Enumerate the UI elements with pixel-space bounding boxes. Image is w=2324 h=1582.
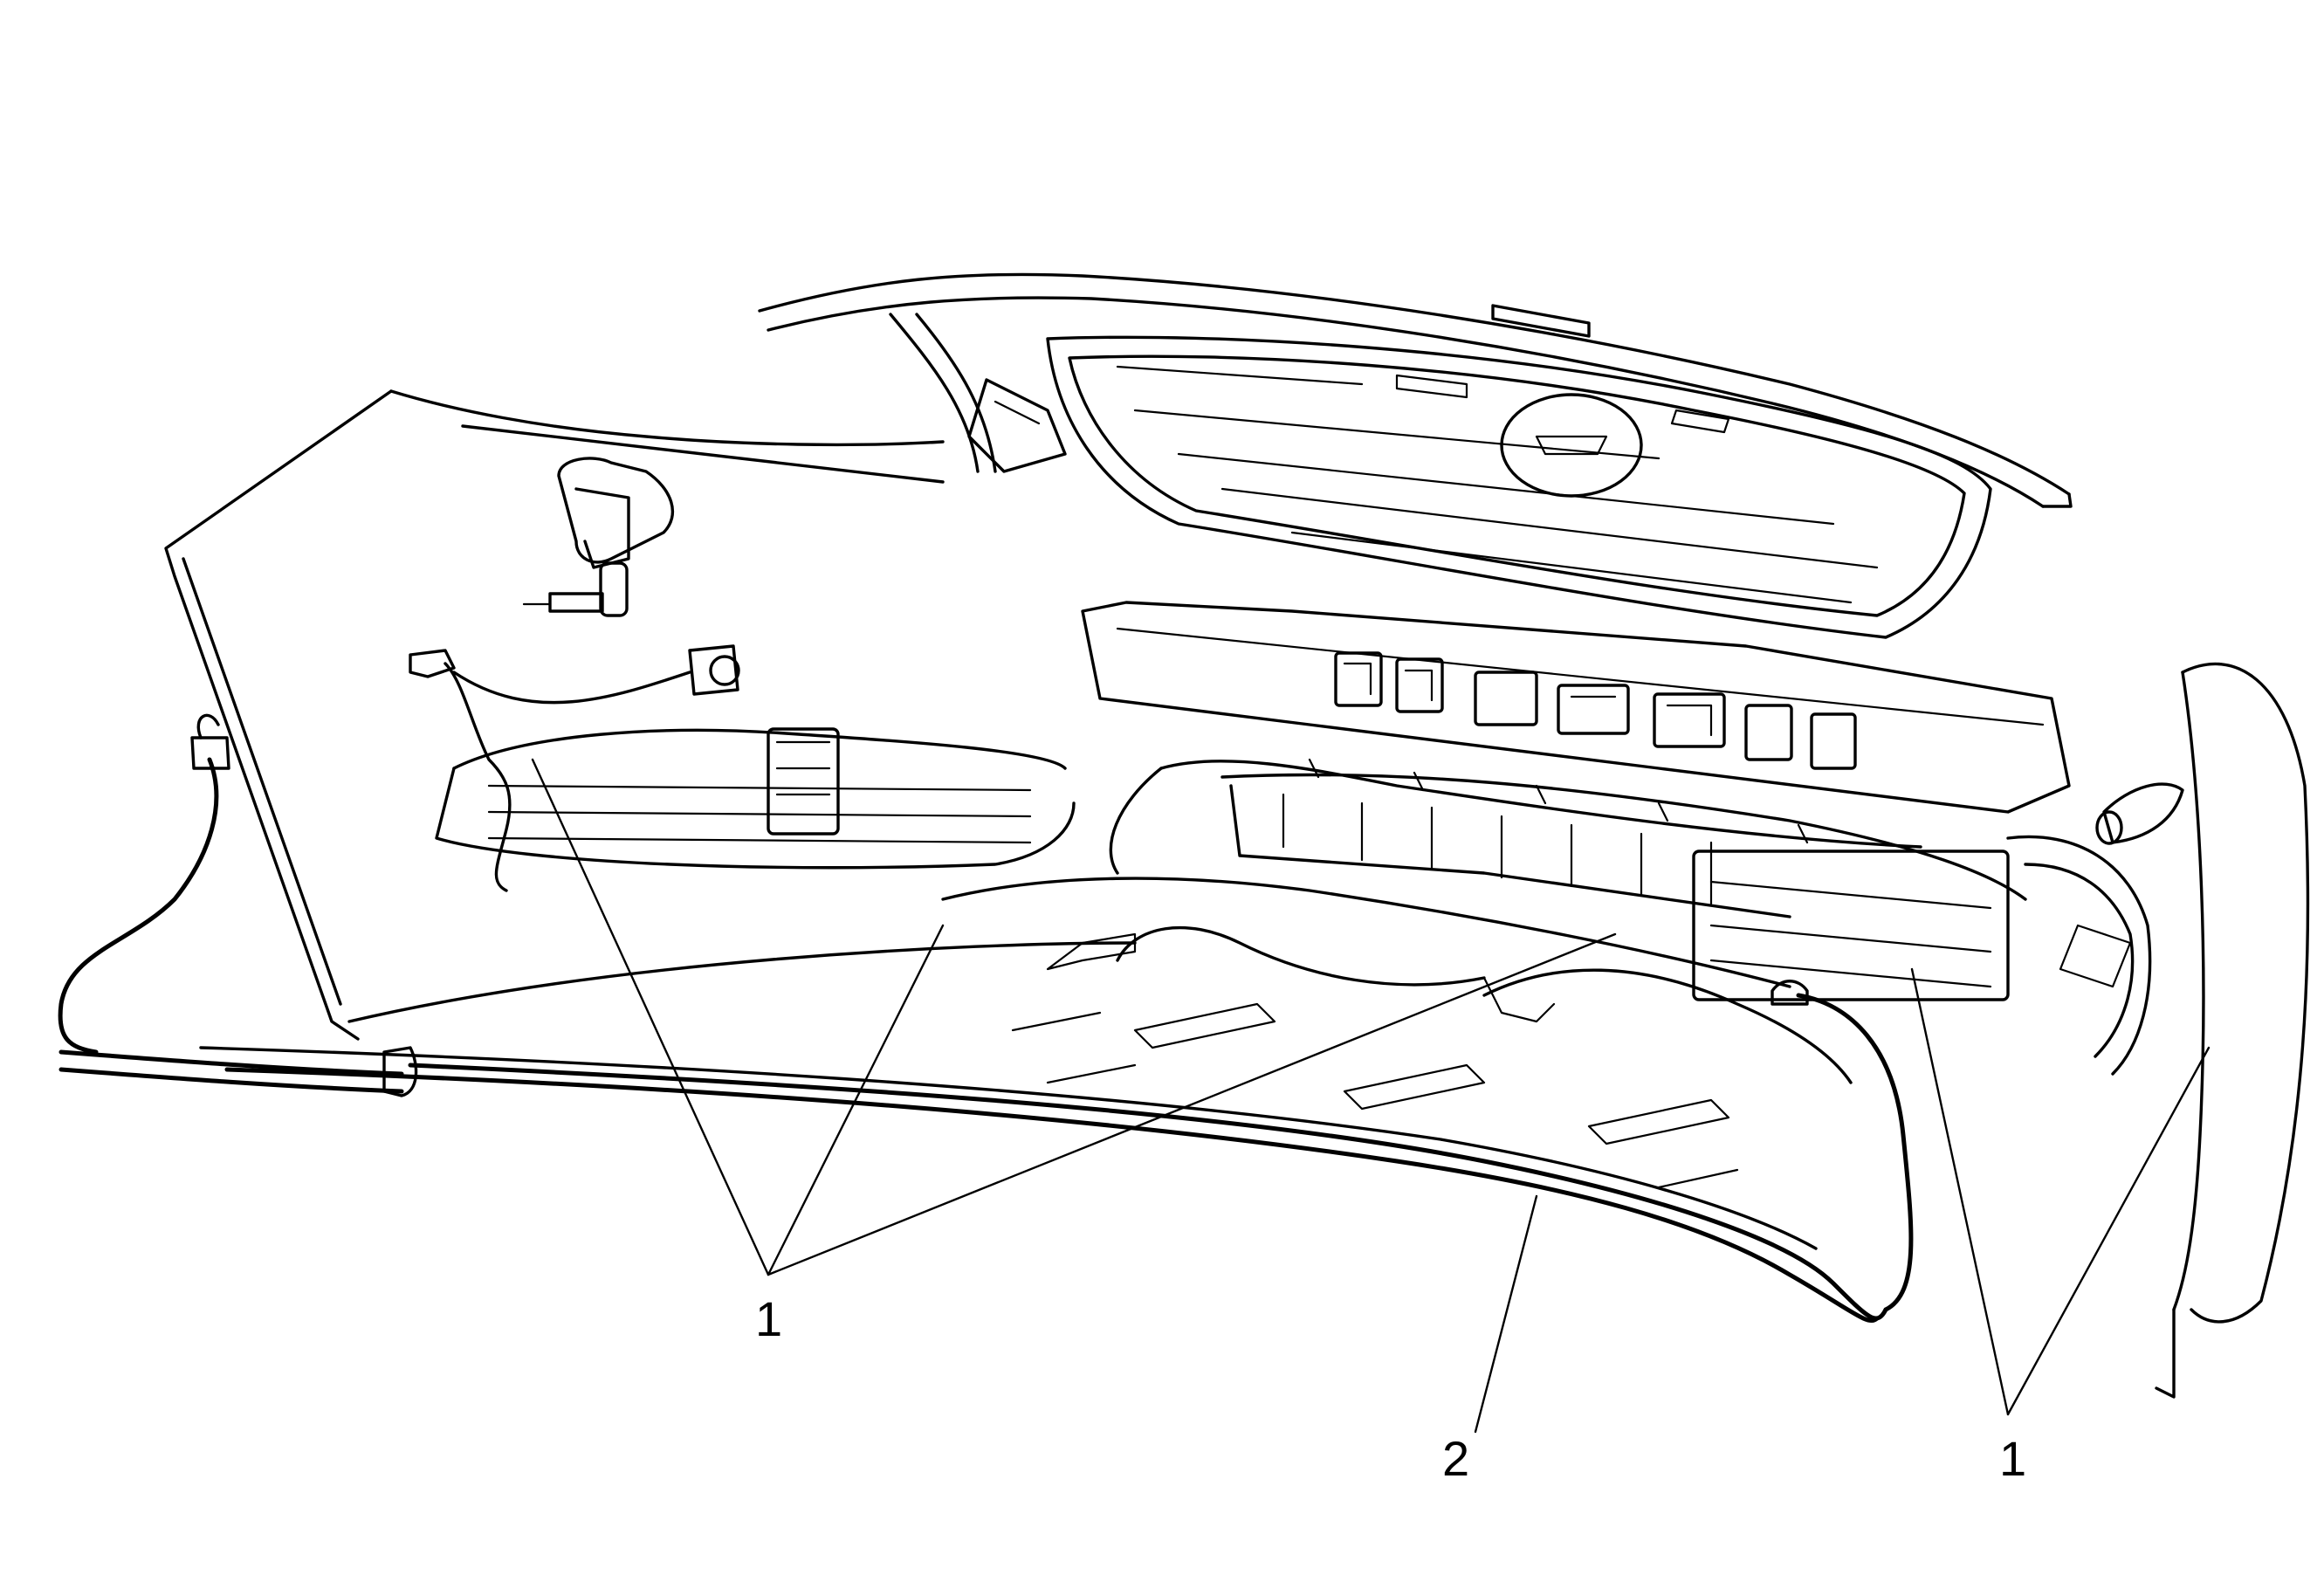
callout-label-1-left: 1: [755, 1291, 782, 1346]
right-sensor: [2095, 782, 2184, 845]
leader-2: [1474, 1194, 1538, 1434]
leader-1c: [767, 932, 1617, 1276]
callout-label-1-right: 1: [1999, 1431, 2026, 1486]
upper-grille: [1046, 304, 1992, 639]
impact-bar: [1081, 601, 2071, 814]
leader-1d: [1910, 967, 2010, 1416]
wiring-harness: [58, 662, 1922, 1321]
lower-deflector: [941, 877, 1853, 1189]
lower-frame: [1220, 773, 2152, 1076]
left-sensor: [522, 457, 674, 617]
connector-center: [688, 644, 739, 696]
connectors: [190, 644, 1809, 1097]
connector-left-side: [190, 736, 230, 770]
callout-label-2: 2: [1442, 1431, 1469, 1486]
connector-left-upper: [409, 649, 456, 678]
leader-1e: [2006, 1046, 2211, 1416]
connector-right: [1771, 980, 1809, 1006]
clip-left: [382, 1046, 418, 1097]
left-bracket: [435, 378, 1076, 870]
bumper-fascia: [164, 272, 2310, 1399]
leader-1a: [531, 758, 770, 1276]
leader-lines: [531, 758, 2211, 1434]
leader-1b: [767, 924, 945, 1276]
